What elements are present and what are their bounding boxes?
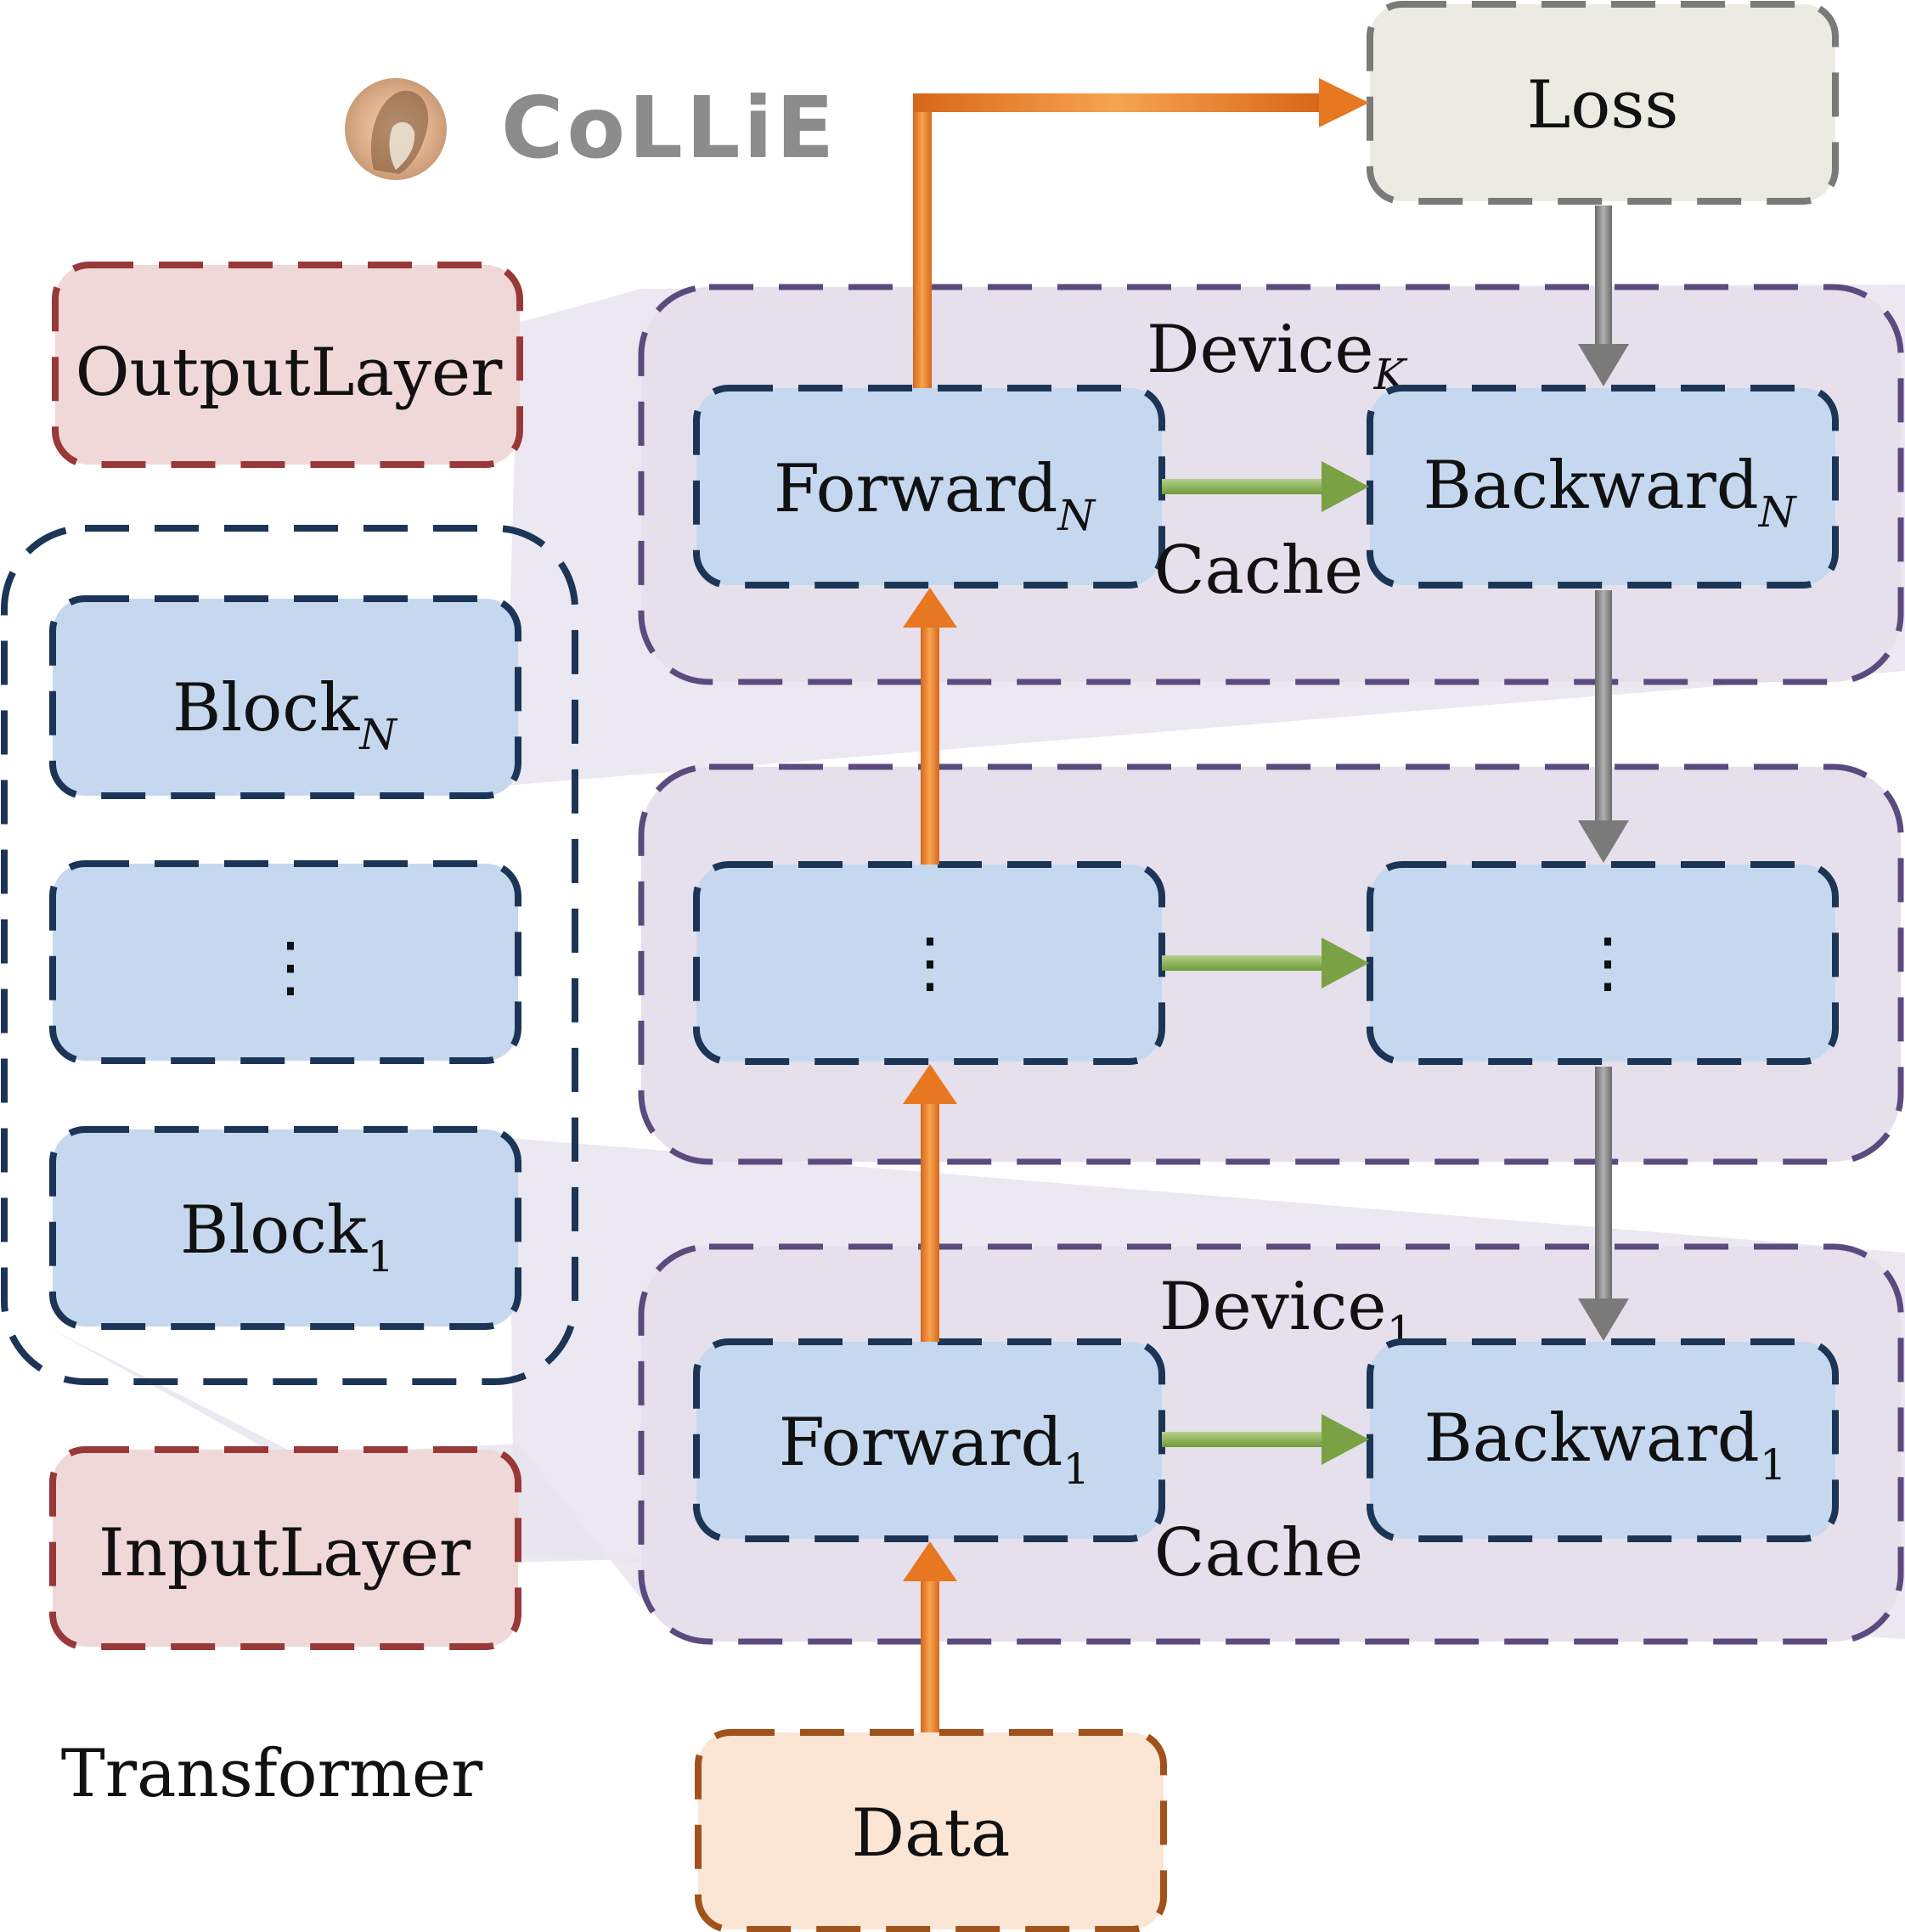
collie-logo: CoLLiE — [345, 78, 837, 180]
transformer-blocks-group — [1, 525, 578, 1385]
forward-arrow-data-to-forward-1 — [903, 1541, 957, 1732]
input-layer-box — [49, 1446, 521, 1650]
block-ellipsis-label: ⋮ — [257, 929, 324, 1005]
cache-arrow-top — [1162, 461, 1369, 512]
device-k-label: DeviceK — [1147, 312, 1408, 399]
forward-n-label: ForwardN — [774, 451, 1097, 540]
backward-ellipsis-box — [1367, 861, 1839, 1065]
block-n-label: BlockN — [172, 670, 398, 759]
data-label: Data — [852, 1795, 1011, 1872]
collie-dog-icon — [345, 78, 447, 180]
input-layer-label: InputLayer — [99, 1515, 471, 1591]
device-1-label: Device1 — [1159, 1269, 1413, 1356]
cache-arrow-middle — [1162, 938, 1369, 989]
forward-1-label: Forward1 — [779, 1405, 1090, 1494]
cache-label-top: Cache — [1154, 532, 1363, 609]
block-1-box — [49, 1126, 521, 1330]
backward-n-box — [1367, 385, 1839, 589]
backward-arrow-loss-to-n — [1578, 206, 1629, 386]
cache-arrow-bottom — [1162, 1414, 1369, 1465]
backward-arrow-middle-to-1 — [1578, 1067, 1629, 1341]
forward-ellipsis-label: ⋮ — [897, 925, 963, 1001]
backward-ellipsis-label: ⋮ — [1575, 925, 1641, 1001]
cache-label-bottom: Cache — [1154, 1515, 1363, 1591]
output-layer-label: OutputLayer — [76, 335, 504, 411]
backward-1-label: Backward1 — [1423, 1400, 1786, 1490]
backward-n-label: BackwardN — [1423, 448, 1797, 537]
forward-arrow-middle-to-n — [903, 588, 957, 865]
block-1-label: Block1 — [180, 1192, 394, 1281]
loss-label: Loss — [1527, 67, 1679, 144]
block-ellipsis-box — [49, 860, 521, 1064]
transformer-caption: Transformer — [61, 1736, 483, 1812]
forward-arrow-1-to-middle — [903, 1064, 957, 1342]
logo-text: CoLLiE — [501, 78, 837, 177]
backward-arrow-n-to-middle — [1578, 590, 1629, 863]
backward-1-box — [1367, 1338, 1839, 1542]
block-n-box — [49, 595, 521, 799]
forward-arrow-n-to-loss — [913, 78, 1369, 388]
loss-box — [1367, 1, 1839, 205]
output-layer-box — [52, 262, 523, 468]
data-box — [695, 1729, 1167, 1932]
